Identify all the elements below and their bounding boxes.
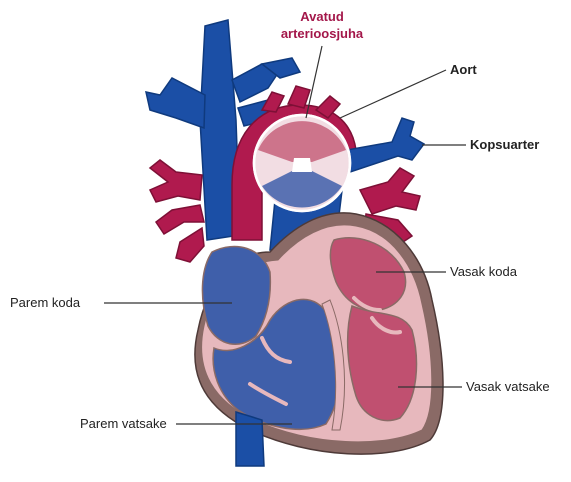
left-atrium-label: Vasak koda <box>450 264 517 279</box>
left-ventricle-label: Vasak vatsake <box>466 379 550 394</box>
right-pulmonary-veins <box>150 160 204 262</box>
ductus-magnifier <box>254 115 350 211</box>
right-atrium-chamber <box>202 246 270 344</box>
leader-aorta <box>340 70 446 118</box>
pulmonary-artery-label: Kopsuarter <box>470 137 539 152</box>
heart-body <box>195 213 443 454</box>
aorta-label: Aort <box>450 62 477 77</box>
patent-duct-label-line1: Avatud <box>300 9 344 24</box>
right-ventricle-label: Parem vatsake <box>80 416 167 431</box>
patent-duct-label: Avatud arterioosjuha <box>262 8 382 42</box>
inferior-vena-cava <box>236 412 264 466</box>
right-atrium-label: Parem koda <box>10 295 80 310</box>
patent-duct-label-line2: arterioosjuha <box>281 26 363 41</box>
